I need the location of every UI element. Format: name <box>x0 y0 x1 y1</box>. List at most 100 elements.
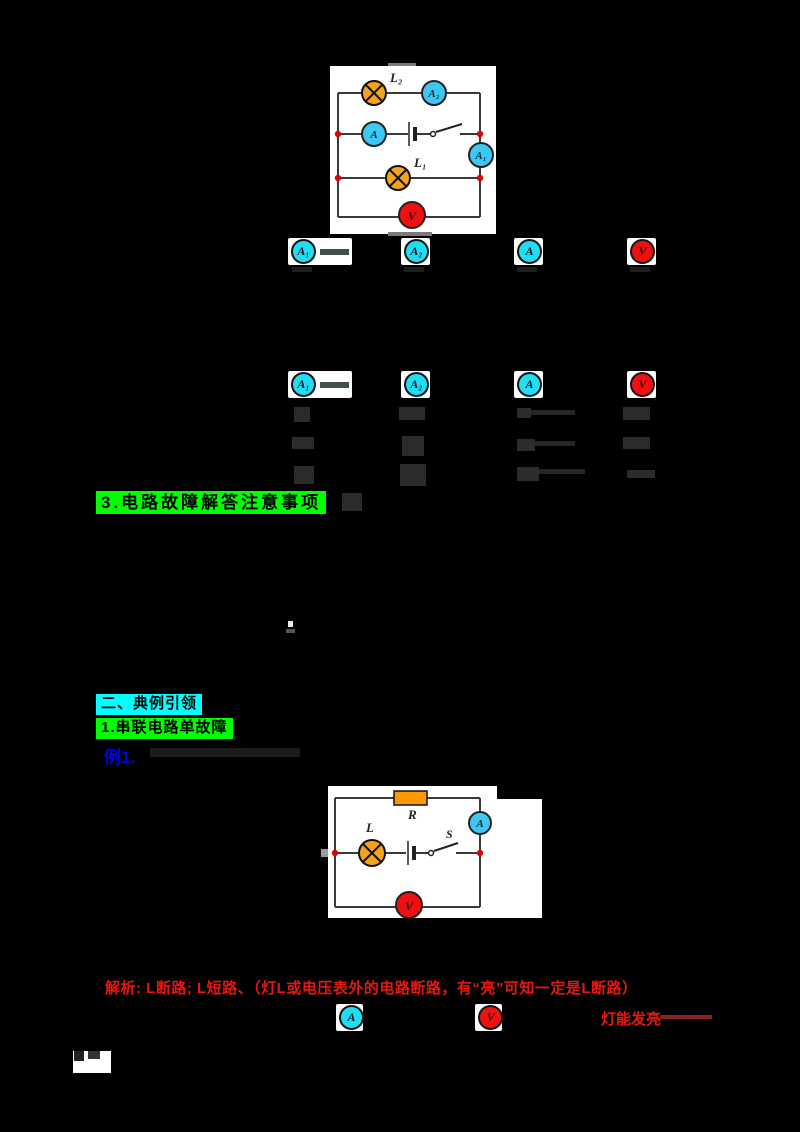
lamp-L1-label: L₁ <box>413 155 426 170</box>
ammeter-A1-label: A₁ <box>474 150 486 162</box>
image-shadow-bottom <box>388 232 432 236</box>
faint-text-remnant <box>623 437 650 449</box>
voltmeter-V-label: V <box>408 209 417 223</box>
ammeter-A-icon: A <box>468 811 492 835</box>
voltmeter-V-icon: V <box>398 201 426 229</box>
voltmeter-V-icon: V <box>630 372 655 397</box>
switch-symbol <box>429 123 463 138</box>
image-shadow-top <box>388 63 416 67</box>
ammeter-A1-icon: A₁ <box>291 372 316 397</box>
ammeter-A2-icon: A₂ <box>404 372 429 397</box>
voltmeter-V-label: V <box>638 377 647 391</box>
faint-formula-speck <box>286 629 295 633</box>
faint-text-remnant <box>627 470 655 478</box>
voltmeter-V-icon: V <box>630 239 655 264</box>
ammeter-A-icon: A <box>517 372 542 397</box>
ammeter-A2-label: A₂ <box>427 88 439 100</box>
meter-tile-A: A <box>514 238 543 265</box>
meter-tile-A: A <box>336 1004 364 1031</box>
faint-line-remnant <box>535 441 575 446</box>
ammeter-A1-label: A₁ <box>297 244 310 258</box>
ammeter-A2-label: A₂ <box>410 244 423 258</box>
faint-caption <box>292 267 312 272</box>
ammeter-A2-icon: A₂ <box>404 239 429 264</box>
circuit1-drawing: A₂ A A₁ V L₂ L₁ <box>334 70 494 229</box>
battery-symbol <box>407 841 416 865</box>
faint-formula-speck <box>288 621 293 627</box>
page-corner-artifact <box>73 1051 111 1073</box>
analysis-text: 解析: L断路; L短路、（灯L或电压表外的电路断路，有“亮”可知一定是L断路） <box>105 980 638 997</box>
faint-text-remnant <box>294 407 310 422</box>
faint-caption <box>630 267 650 272</box>
junction-dot <box>476 174 484 182</box>
faint-text-remnant <box>517 408 531 418</box>
voltmeter-V-label: V <box>405 899 414 913</box>
meter-tile-A2: A₂ <box>401 371 430 398</box>
voltmeter-V-label: V <box>486 1010 495 1024</box>
gray-tick <box>321 849 328 857</box>
faint-text-remnant <box>517 467 539 481</box>
switch-S-label: S <box>446 827 453 841</box>
circuit1-figure: A₂ A A₁ V L₂ L₁ <box>330 66 496 234</box>
ammeter-A1-icon: A₁ <box>291 239 316 264</box>
section-heading: 二、典例引领 <box>96 694 203 715</box>
lamp-L2-icon <box>361 80 387 106</box>
meter-tile-A1: A₁ <box>288 238 352 265</box>
ammeter-A1-label: A₁ <box>297 377 310 391</box>
faint-text-remnant <box>399 407 425 420</box>
voltmeter-V-label: V <box>638 244 647 258</box>
lamp-L2-label: L₂ <box>389 70 402 85</box>
meter-tile-V: V <box>627 371 656 398</box>
black-strip <box>497 786 542 799</box>
resistor-R-label: R <box>407 807 417 822</box>
faint-caption <box>517 267 537 272</box>
faint-text-remnant <box>402 436 424 456</box>
junction-dot <box>476 130 484 138</box>
junction-dot <box>334 174 342 182</box>
circuit2-drawing: R S L A V <box>331 790 492 919</box>
switch-symbol: S <box>427 827 459 857</box>
sub-heading: 1.串联电路单故障 <box>96 718 233 739</box>
faint-text-remnant <box>623 407 650 420</box>
ammeter-A-label: A <box>525 244 534 258</box>
ammeter-A2-label: A₂ <box>410 377 423 391</box>
meter-tile-A: A <box>514 371 543 398</box>
voltmeter-V-icon: V <box>478 1005 503 1030</box>
faint-text-remnant <box>292 437 314 449</box>
faint-caption <box>404 267 424 272</box>
gray-dash <box>320 248 349 255</box>
lamp-L-label: L <box>365 820 374 835</box>
resistor-R-icon: R <box>393 790 428 822</box>
gray-dash <box>320 381 349 388</box>
ammeter-A-icon: A <box>517 239 542 264</box>
junction-dot <box>476 849 484 857</box>
notes-heading: 3.电路故障解答注意事项 <box>96 491 327 515</box>
artifact-mark <box>74 1051 84 1061</box>
faint-text-remnant <box>294 466 314 484</box>
dark-red-line <box>660 1015 712 1019</box>
ammeter-A1-icon: A₁ <box>468 142 494 168</box>
artifact-mark <box>88 1051 100 1059</box>
lamp-L-icon: L <box>358 820 386 867</box>
example-label: 例1. <box>104 748 136 767</box>
ammeter-A-label: A <box>347 1010 356 1024</box>
ammeter-A-label: A <box>369 129 377 141</box>
circuit2-figure: R S L A V <box>328 786 542 919</box>
ammeter-A-label: A <box>475 818 483 830</box>
voltmeter-V-icon: V <box>395 891 423 919</box>
ammeter-A2-icon: A₂ <box>421 80 447 106</box>
ammeter-A-icon: A <box>361 121 387 147</box>
junction-dot <box>331 849 339 857</box>
meter-tile-A1: A₁ <box>288 371 352 398</box>
faint-text-remnant <box>400 464 426 486</box>
lamp-L1-icon <box>385 165 411 191</box>
ammeter-A-label: A <box>525 377 534 391</box>
battery-symbol <box>408 122 417 146</box>
faint-text-remnant <box>342 493 362 511</box>
faint-line-remnant <box>539 469 585 474</box>
meter-tile-V: V <box>627 238 656 265</box>
meter-tile-V: V <box>475 1004 503 1031</box>
faint-text-remnant <box>517 439 535 451</box>
ammeter-A-icon: A <box>339 1005 364 1030</box>
